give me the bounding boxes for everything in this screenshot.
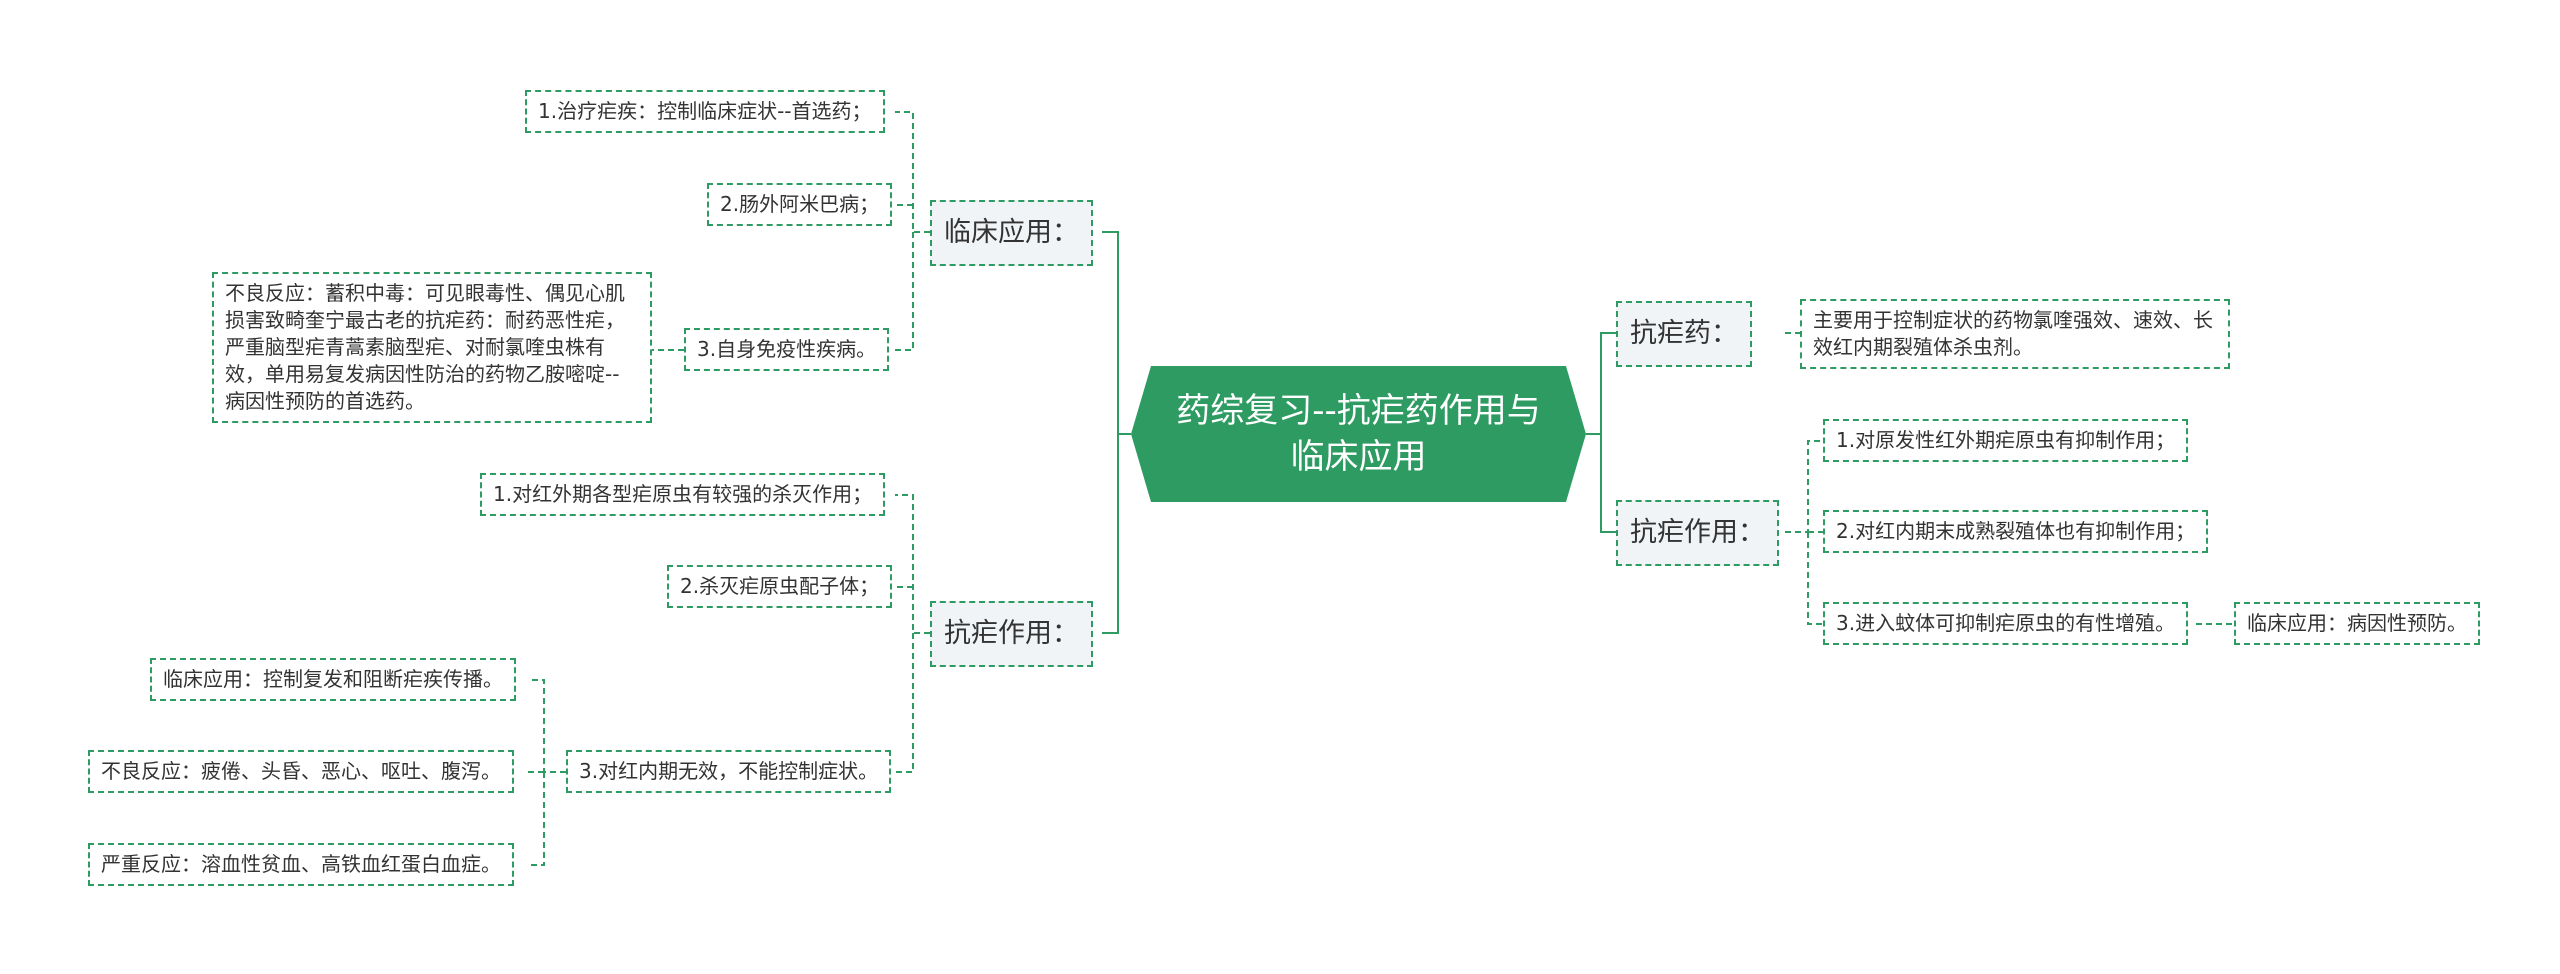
root-title: 药综复习--抗疟药作用与临床应用 <box>1176 391 1541 477</box>
lt-item-3[interactable]: 3.自身免疫性疾病。 <box>684 328 890 371</box>
root-node[interactable]: 药综复习--抗疟药作用与临床应用 <box>1131 366 1586 502</box>
rb-item-3-text: 3.进入蚊体可抑制疟原虫的有性增殖。 <box>1836 611 2176 635</box>
lb-sub-item-3-text: 严重反应：溶血性贫血、高铁血红蛋白血症。 <box>101 852 501 876</box>
branch-right-antimalarial-action[interactable]: 抗疟作用： <box>1616 500 1779 566</box>
rb-item-1[interactable]: 1.对原发性红外期疟原虫有抑制作用； <box>1823 419 2189 462</box>
lt-item-2-text: 2.肠外阿米巴病； <box>720 192 880 216</box>
lt-item-2[interactable]: 2.肠外阿米巴病； <box>707 183 893 226</box>
lb-sub-item-3[interactable]: 严重反应：溶血性贫血、高铁血红蛋白血症。 <box>88 843 514 886</box>
rb-sub-item-text: 临床应用：病因性预防。 <box>2247 611 2467 635</box>
lb-sub-item-2-text: 不良反应：疲倦、头昏、恶心、呕吐、腹泻。 <box>101 759 501 783</box>
edge-root-left-bottom <box>1102 434 1119 634</box>
edge-root-right-bottom <box>1600 434 1616 533</box>
edge-root-left-top <box>1102 231 1131 435</box>
edge-root-right-top <box>1586 332 1616 435</box>
lt-item-1-text: 1.治疗疟疾：控制临床症状--首选药； <box>538 99 872 123</box>
lb-item-2[interactable]: 2.杀灭疟原虫配子体； <box>667 565 893 608</box>
rt-desc-text: 主要用于控制症状的药物氯喹强效、速效、长效红内期裂殖体杀虫剂。 <box>1813 308 2213 359</box>
lb-item-1-text: 1.对红外期各型疟原虫有较强的杀灭作用； <box>493 482 873 506</box>
lb-sub-item-1-text: 临床应用：控制复发和阻断疟疾传播。 <box>163 667 503 691</box>
lt-item-1[interactable]: 1.治疗疟疾：控制临床症状--首选药； <box>525 90 885 133</box>
edge-rb-items <box>1785 440 1823 625</box>
rb-item-1-text: 1.对原发性红外期疟原虫有抑制作用； <box>1836 428 2176 452</box>
rb-item-2[interactable]: 2.对红内期末成熟裂殖体也有抑制作用； <box>1823 510 2209 553</box>
lb-sub-item-1[interactable]: 临床应用：控制复发和阻断疟疾传播。 <box>150 658 516 701</box>
lt-note-text: 不良反应：蓄积中毒：可见眼毒性、偶见心肌损害致畸奎宁最古老的抗疟药：耐药恶性疟，… <box>225 281 625 413</box>
rb-item-3[interactable]: 3.进入蚊体可抑制疟原虫的有性增殖。 <box>1823 602 2189 645</box>
edge-lb-subitems <box>528 679 566 866</box>
branch-right-antimalarial-drug[interactable]: 抗疟药： <box>1616 301 1752 367</box>
lb-sub-item-2[interactable]: 不良反应：疲倦、头昏、恶心、呕吐、腹泻。 <box>88 750 514 793</box>
branch-left-antimalarial-action[interactable]: 抗疟作用： <box>930 601 1093 667</box>
lb-item-2-text: 2.杀灭疟原虫配子体； <box>680 574 880 598</box>
lb-item-1[interactable]: 1.对红外期各型疟原虫有较强的杀灭作用； <box>480 473 886 516</box>
branch-left-clinical-use-label: 临床应用： <box>944 217 1079 248</box>
branch-right-antimalarial-drug-label: 抗疟药： <box>1630 318 1738 349</box>
rb-sub-item[interactable]: 临床应用：病因性预防。 <box>2234 602 2480 645</box>
lb-item-3-text: 3.对红内期无效，不能控制症状。 <box>579 759 879 783</box>
branch-right-antimalarial-action-label: 抗疟作用： <box>1630 517 1765 548</box>
lb-item-3[interactable]: 3.对红内期无效，不能控制症状。 <box>566 750 892 793</box>
branch-left-antimalarial-action-label: 抗疟作用： <box>944 618 1079 649</box>
rb-item-2-text: 2.对红内期末成熟裂殖体也有抑制作用； <box>1836 519 2196 543</box>
lt-note[interactable]: 不良反应：蓄积中毒：可见眼毒性、偶见心肌损害致畸奎宁最古老的抗疟药：耐药恶性疟，… <box>212 272 652 423</box>
lt-item-3-text: 3.自身免疫性疾病。 <box>697 337 877 361</box>
edge-lt-items <box>895 111 930 351</box>
branch-left-clinical-use[interactable]: 临床应用： <box>930 200 1093 266</box>
edge-lb-items <box>895 494 930 773</box>
rt-desc[interactable]: 主要用于控制症状的药物氯喹强效、速效、长效红内期裂殖体杀虫剂。 <box>1800 299 2230 369</box>
